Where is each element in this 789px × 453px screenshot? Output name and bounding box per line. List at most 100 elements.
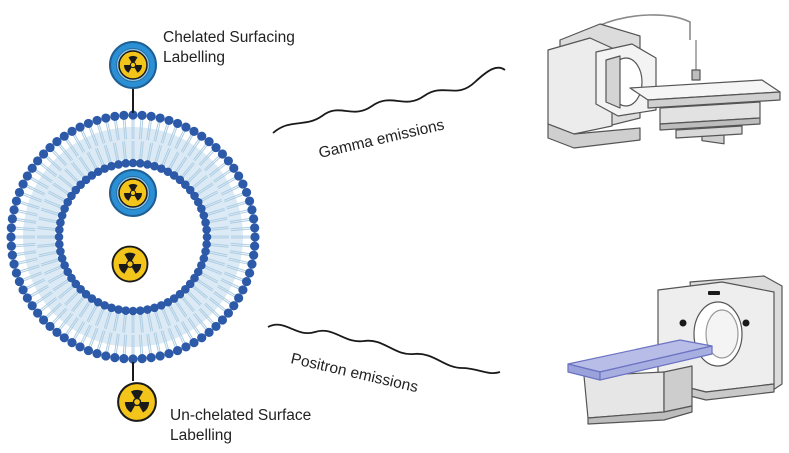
lipid-head xyxy=(146,353,156,363)
lipid-head xyxy=(189,126,199,136)
lipid-head xyxy=(57,254,67,263)
lipid-head xyxy=(110,353,120,363)
lipid-head xyxy=(33,308,43,318)
lipid-head xyxy=(150,161,159,171)
lipid-head xyxy=(18,285,28,295)
lipid-head xyxy=(11,268,22,278)
lipid-head xyxy=(143,305,152,314)
lipid-head xyxy=(100,164,109,173)
lipid-head xyxy=(135,306,145,315)
lipid-head xyxy=(202,239,211,249)
lipid-head xyxy=(137,354,147,364)
lipid-head xyxy=(238,285,248,295)
lipid-head xyxy=(197,131,207,141)
lipid-head xyxy=(201,247,210,256)
lipid-head xyxy=(92,348,102,359)
lipid-head xyxy=(45,321,55,332)
lipid-head xyxy=(107,161,116,171)
lipid-head xyxy=(190,191,199,201)
lipid-head xyxy=(67,273,76,283)
lipid-head xyxy=(107,303,116,313)
lipid-head xyxy=(18,179,28,189)
lipid-head xyxy=(163,297,173,307)
lipid-head xyxy=(146,111,156,121)
lipid-head xyxy=(229,301,239,311)
lipid-head xyxy=(110,111,120,121)
unchelated-label-line2: Labelling xyxy=(170,427,232,444)
lipid-head xyxy=(67,126,77,136)
lipid-head xyxy=(172,118,183,129)
lipid-head xyxy=(244,196,255,206)
lipid-head xyxy=(83,345,94,356)
lipid-head xyxy=(119,354,129,364)
lipid-head xyxy=(121,159,131,168)
lipid-head xyxy=(87,171,97,180)
lipid-head xyxy=(234,293,244,303)
chelated-label-line2: Labelling xyxy=(163,49,225,66)
lipid-head xyxy=(7,250,17,260)
lipid-head xyxy=(92,115,102,126)
lipid-head xyxy=(172,345,183,356)
lipid-head xyxy=(211,321,221,332)
lipid-head xyxy=(63,197,73,207)
lipid-head xyxy=(217,315,228,325)
lipid-head xyxy=(189,338,199,348)
lipid-head xyxy=(9,205,19,215)
lipid-head xyxy=(6,241,16,251)
lipid-head xyxy=(217,149,228,159)
lipid-head xyxy=(75,122,85,132)
lipid-head xyxy=(119,110,129,120)
lipid-head xyxy=(38,149,49,159)
lipid-head xyxy=(93,297,103,307)
lipid-head xyxy=(163,167,173,177)
lipid-head xyxy=(204,137,214,147)
lipid-head xyxy=(128,306,138,316)
positron-wave xyxy=(267,323,501,374)
lipid-head xyxy=(150,303,159,313)
lipid-head xyxy=(197,204,206,213)
lipid-head xyxy=(155,351,165,361)
lipid-head xyxy=(101,351,111,361)
lipid-head xyxy=(56,218,65,227)
lipid-head xyxy=(143,160,152,169)
lipid-head xyxy=(33,156,43,166)
lipid-head xyxy=(114,160,123,169)
lipid-head xyxy=(181,122,191,132)
lipid-heads xyxy=(6,110,260,364)
lipid-head xyxy=(193,267,203,277)
lipid-head xyxy=(229,163,239,173)
unchelated-label-line1: Un-chelated Surface xyxy=(170,407,311,424)
lipid-head xyxy=(223,308,233,318)
lipid-head xyxy=(197,333,207,343)
lipid-head xyxy=(250,241,260,251)
chelated-radioactive-icon xyxy=(110,42,156,88)
lipid-head xyxy=(83,118,94,129)
lipid-head xyxy=(14,276,25,287)
lipid-head xyxy=(247,205,257,215)
lipid-head xyxy=(223,156,233,166)
lipid-head xyxy=(55,225,64,235)
lipid-head xyxy=(157,164,166,173)
lipid-head xyxy=(244,268,255,278)
lipid-head xyxy=(38,315,49,325)
lipid-head xyxy=(135,159,145,168)
lipid-head xyxy=(155,113,165,123)
lipid-head xyxy=(128,354,138,364)
lipid-head xyxy=(121,306,131,315)
lipid-head xyxy=(247,259,257,269)
lipid-head xyxy=(54,232,64,242)
lipid-head xyxy=(63,267,73,277)
lipid-head xyxy=(128,110,138,120)
lipid-head xyxy=(57,211,67,220)
gamma-label: Gamma emissions xyxy=(317,116,446,161)
lipid-head xyxy=(114,305,123,314)
lipid-head xyxy=(234,171,244,181)
lipid-head xyxy=(249,214,259,224)
lipid-head xyxy=(137,110,147,120)
lipid-head xyxy=(164,115,174,126)
lipid-head xyxy=(101,113,111,123)
lipid-head xyxy=(14,187,25,198)
lipid-head xyxy=(60,204,69,213)
